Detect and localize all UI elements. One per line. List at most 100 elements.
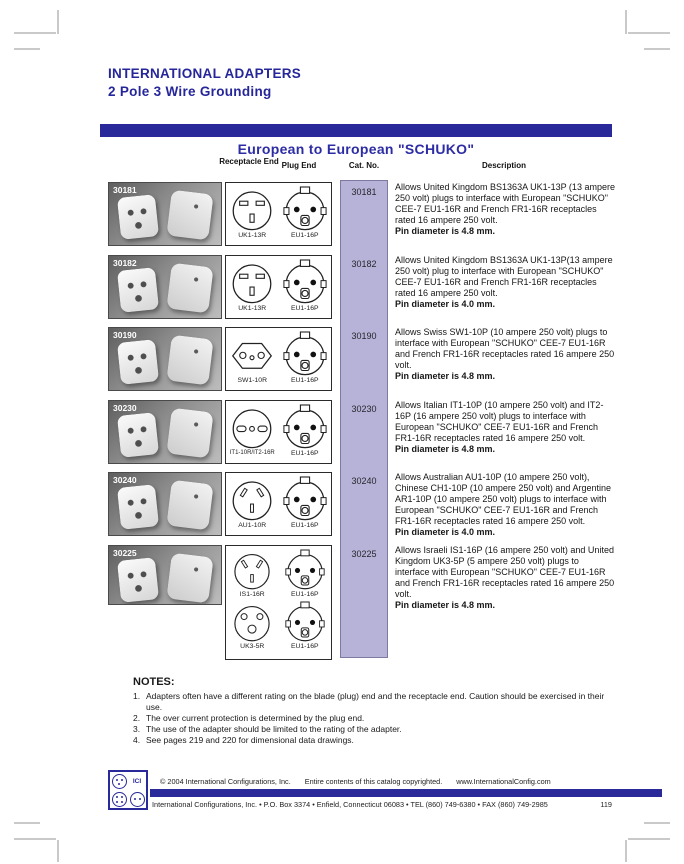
plug-label: EU1-16P bbox=[290, 305, 319, 312]
plug-label: EU1-16P bbox=[290, 591, 319, 598]
uk3-5r-receptacle-icon bbox=[232, 601, 272, 643]
address-line: International Configurations, Inc. • P.O… bbox=[152, 800, 612, 809]
notes-heading: NOTES: bbox=[133, 676, 175, 688]
table-row: 30230 IT1-10R/IT2-16R EU1-16P Allows Ita… bbox=[108, 398, 612, 470]
eu1-16p-plug-icon bbox=[285, 601, 325, 643]
diagram-box: UK1-13R EU1-16P bbox=[225, 255, 332, 319]
diagram-box: UK1-13R EU1-16P bbox=[225, 182, 332, 246]
crop-mark bbox=[14, 822, 40, 824]
notes-section: NOTES: 1. Adapters often have a differen… bbox=[133, 676, 611, 746]
description: Allows United Kingdom BS1363A UK1-13P (1… bbox=[395, 182, 615, 237]
company-address: International Configurations, Inc. • P.O… bbox=[152, 800, 548, 809]
crop-mark bbox=[625, 840, 627, 862]
description-text: Allows United Kingdom BS1363A UK1-13P (1… bbox=[395, 182, 615, 225]
adapter-back-shape bbox=[166, 262, 214, 314]
crop-mark bbox=[14, 32, 56, 34]
table-row: 30181 UK1-13R EU1-16P Allows United King… bbox=[108, 180, 615, 252]
note-item: 4. See pages 219 and 220 for dimensional… bbox=[133, 735, 611, 746]
adapter-back-shape bbox=[166, 479, 214, 531]
pin-diameter-note: Pin diameter is 4.8 mm. bbox=[395, 370, 496, 381]
column-header-receptacle-end: Receptacle End bbox=[219, 157, 279, 166]
receptacle-label: SW1-10R bbox=[237, 377, 267, 384]
pin-diameter-note: Pin diameter is 4.8 mm. bbox=[395, 599, 496, 610]
cat-no: 30190 bbox=[351, 331, 377, 341]
description: Allows Swiss SW1-10P (10 ampere 250 volt… bbox=[395, 327, 615, 382]
crop-mark bbox=[57, 840, 59, 862]
crop-mark bbox=[628, 32, 670, 34]
copyright-text: © 2004 International Configurations, Inc… bbox=[160, 777, 291, 786]
it1-10r-it2-16r-receptacle-icon bbox=[230, 404, 274, 450]
cat-no: 30182 bbox=[351, 259, 377, 269]
cat-no: 30225 bbox=[351, 549, 377, 559]
adapter-back-shape bbox=[166, 334, 214, 386]
receptacle-label: UK1-13R bbox=[238, 232, 267, 239]
note-item: 3. The use of the adapter should be limi… bbox=[133, 724, 611, 735]
table-row: 30190 SW1-10R EU1-16P Allows Swiss SW1-1… bbox=[108, 325, 615, 397]
crop-mark bbox=[625, 10, 627, 34]
description-text: Allows Israeli IS1-16P (16 ampere 250 vo… bbox=[395, 545, 615, 599]
diagram-box: SW1-10R EU1-16P bbox=[225, 327, 332, 391]
description-text: Allows Swiss SW1-10P (10 ampere 250 volt… bbox=[395, 327, 615, 370]
receptacle-label: IT1-10R/IT2-16R bbox=[229, 450, 275, 456]
footer-divider-bar bbox=[150, 789, 662, 797]
photo-label: 30181 bbox=[113, 185, 137, 195]
receptacle-label: AU1-10R bbox=[238, 522, 267, 529]
company-logo: ICI bbox=[108, 770, 148, 810]
cat-no: 30230 bbox=[351, 404, 377, 414]
adapter-front-shape bbox=[116, 339, 160, 385]
adapter-front-shape bbox=[116, 412, 160, 458]
cat-no: 30181 bbox=[351, 187, 377, 197]
description: Allows Italian IT1-10P (10 ampere 250 vo… bbox=[395, 400, 615, 455]
product-photo: 30230 bbox=[108, 400, 222, 464]
note-item: 1. Adapters often have a different ratin… bbox=[133, 691, 611, 713]
cat-no-column: 30181 30182 30190 30230 30240 30225 bbox=[340, 180, 388, 658]
page-number: 119 bbox=[600, 800, 612, 809]
eu1-16p-plug-icon bbox=[283, 186, 327, 232]
diagram-box: IT1-10R/IT2-16R EU1-16P bbox=[225, 400, 332, 464]
adapter-front-shape bbox=[116, 484, 160, 530]
crop-mark bbox=[644, 822, 670, 824]
plug-symbol-icon bbox=[111, 791, 127, 807]
eu1-16p-plug-icon bbox=[283, 404, 327, 450]
eu1-16p-plug-icon bbox=[285, 549, 325, 591]
cat-no: 30240 bbox=[351, 476, 377, 486]
diagram-box: IS1-16R EU1-16P UK3-5R EU1-16P bbox=[225, 545, 332, 660]
diagram-box: AU1-10R EU1-16P bbox=[225, 472, 332, 536]
photo-label: 30182 bbox=[113, 258, 137, 268]
adapter-back-shape bbox=[166, 407, 214, 459]
product-photo: 30225 bbox=[108, 545, 222, 605]
description: Allows Israeli IS1-16P (16 ampere 250 vo… bbox=[395, 545, 615, 611]
ic-monogram: ICI bbox=[132, 777, 142, 785]
column-header-plug-end: Plug End bbox=[281, 161, 317, 170]
product-photo: 30190 bbox=[108, 327, 222, 391]
receptacle-label: UK3-5R bbox=[240, 643, 265, 650]
photo-label: 30225 bbox=[113, 548, 137, 558]
crop-mark bbox=[57, 10, 59, 34]
adapter-back-shape bbox=[166, 552, 214, 604]
description-text: Allows Australian AU1-10P (10 ampere 250… bbox=[395, 472, 611, 526]
adapter-back-shape bbox=[166, 189, 214, 241]
note-number: 4. bbox=[133, 735, 141, 746]
section-title: European to European "SCHUKO" bbox=[237, 141, 475, 157]
table-row: 30240 AU1-10R EU1-16P Allows Australian … bbox=[108, 470, 612, 542]
description: Allows United Kingdom BS1363A UK1-13P(13… bbox=[395, 255, 615, 310]
pin-diameter-note: Pin diameter is 4.0 mm. bbox=[395, 526, 496, 537]
uk1-13r-receptacle-icon bbox=[230, 259, 274, 305]
eu1-16p-plug-icon bbox=[283, 259, 327, 305]
note-item: 2. The over current protection is determ… bbox=[133, 713, 611, 724]
crop-mark bbox=[14, 48, 40, 50]
contents-note: Entire contents of this catalog copyrigh… bbox=[304, 777, 443, 786]
eu1-16p-plug-icon bbox=[283, 476, 327, 522]
receptacle-label: UK1-13R bbox=[238, 305, 267, 312]
crop-mark bbox=[14, 838, 56, 840]
description-text: Allows United Kingdom BS1363A UK1-13P(13… bbox=[395, 255, 613, 298]
sw1-10r-receptacle-icon bbox=[230, 331, 274, 377]
note-number: 3. bbox=[133, 724, 141, 735]
crop-mark bbox=[644, 48, 670, 50]
au1-10r-receptacle-icon bbox=[230, 476, 274, 522]
plug-label: EU1-16P bbox=[290, 232, 319, 239]
plug-symbol-icon bbox=[111, 773, 127, 789]
plug-symbol-icon bbox=[129, 791, 145, 807]
note-number: 1. bbox=[133, 691, 141, 701]
